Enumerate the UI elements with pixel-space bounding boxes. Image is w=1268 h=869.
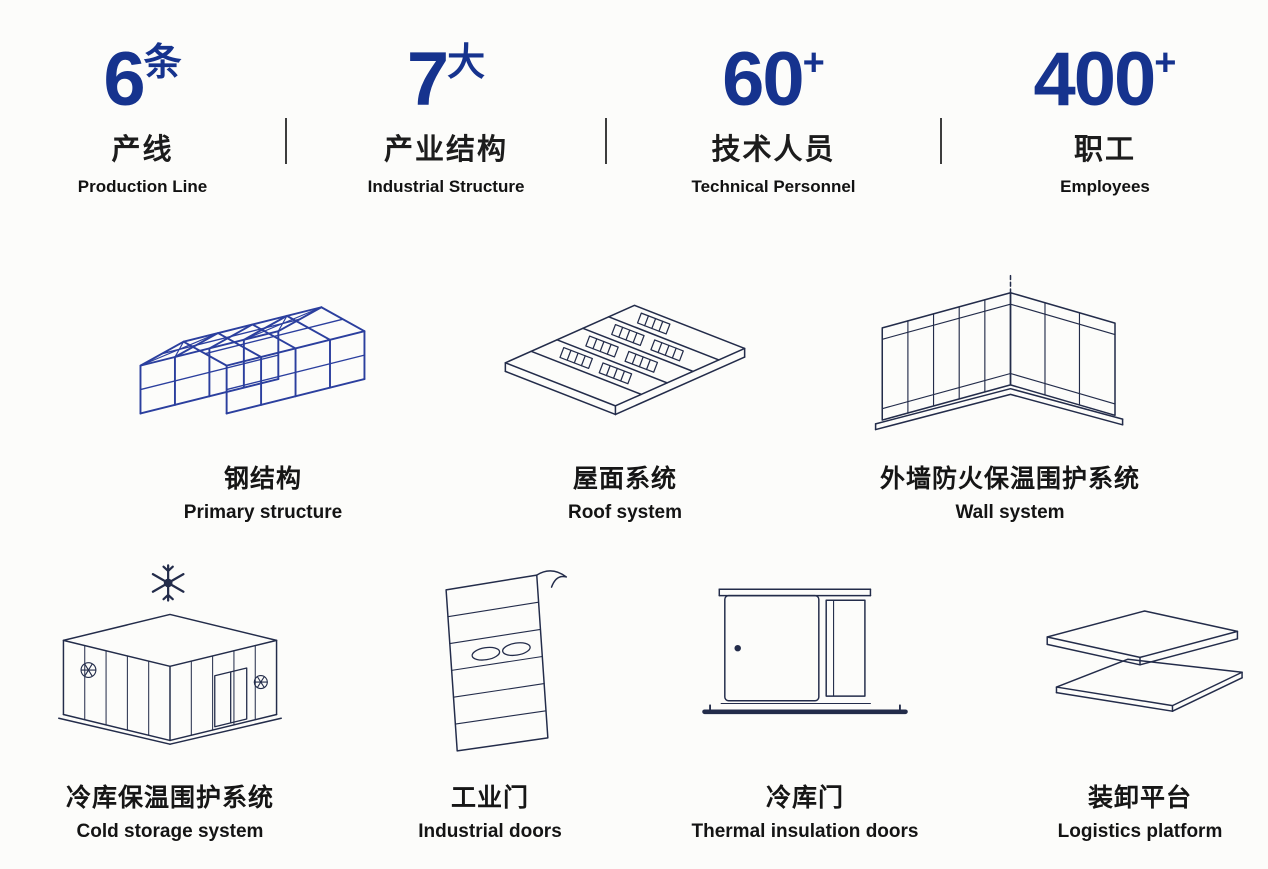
stat-label-en: Employees	[1060, 177, 1150, 196]
stat-employees: 400+ 职工 Employees	[942, 42, 1268, 197]
stat-number-suffix: +	[1154, 42, 1177, 84]
product-roof-system: 屋面系统 Roof system	[480, 245, 770, 524]
cold-storage-illustration	[15, 558, 325, 762]
stat-label-cn: 职工	[1073, 134, 1136, 166]
loading-platform-illustration	[985, 558, 1268, 762]
product-label-en: Roof system	[567, 502, 683, 523]
roof-system-icon	[504, 304, 746, 416]
product-wall-system: 外墙防火保温围护系统 Wall system	[830, 245, 1190, 524]
stat-label-en: Production Line	[77, 177, 208, 196]
product-label-en: Cold storage system	[76, 821, 264, 842]
steel-structure-icon	[139, 305, 366, 414]
wall-system-illustration	[830, 245, 1190, 443]
product-label-en: Primary structure	[183, 502, 343, 523]
product-label-cn: 冷库门	[765, 784, 844, 812]
loading-platform-icon	[1046, 610, 1243, 713]
product-label-en: Thermal insulation doors	[691, 821, 919, 842]
product-label-en: Industrial doors	[418, 821, 562, 842]
cold-storage-icon	[58, 564, 282, 745]
cold-storage-door-illustration	[650, 558, 960, 762]
product-label-cn: 屋面系统	[572, 465, 677, 493]
wall-system-icon	[874, 271, 1123, 431]
product-industrial-door: 工业门 Industrial doors	[340, 558, 640, 843]
stat-number-suffix: 大	[447, 42, 486, 84]
product-label-cn: 工业门	[450, 784, 529, 812]
product-label-cn: 装卸平台	[1087, 784, 1192, 812]
product-loading-platform: 装卸平台 Logistics platform	[985, 558, 1268, 843]
stat-number-value: 60	[722, 37, 805, 122]
roof-system-illustration	[480, 245, 770, 443]
product-label-cn: 冷库保温围护系统	[65, 784, 274, 812]
stat-label-cn: 技术人员	[711, 134, 836, 166]
steel-structure-illustration	[118, 245, 408, 443]
product-cold-storage-door: 冷库门 Thermal insulation doors	[650, 558, 960, 843]
fan-icon	[253, 674, 268, 689]
stat-label-en: Technical Personnel	[691, 177, 856, 196]
stat-number-suffix: +	[802, 42, 825, 84]
stat-divider	[605, 118, 607, 164]
stat-number: 400+	[1033, 42, 1176, 118]
stat-divider	[285, 118, 287, 164]
stat-number-value: 400	[1033, 37, 1156, 122]
stat-label-en: Industrial Structure	[367, 177, 525, 196]
stat-number-value: 7	[406, 37, 449, 122]
product-label-en: Wall system	[955, 502, 1065, 523]
fan-icon	[80, 661, 97, 678]
stat-technical-personnel: 60+ 技术人员 Technical Personnel	[607, 42, 940, 197]
door-handle-icon	[734, 644, 741, 652]
industrial-door-icon	[444, 569, 567, 752]
stat-number-suffix: 条	[143, 42, 182, 84]
snowflake-icon	[151, 564, 185, 602]
product-label-cn: 钢结构	[223, 465, 302, 493]
stat-number-value: 6	[103, 37, 145, 122]
stat-divider	[940, 118, 942, 164]
product-cold-storage: 冷库保温围护系统 Cold storage system	[15, 558, 325, 843]
product-steel-structure: 钢结构 Primary structure	[118, 245, 408, 524]
industrial-door-illustration	[340, 558, 640, 762]
product-label-en: Logistics platform	[1057, 821, 1223, 842]
stat-label-cn: 产业结构	[383, 134, 508, 166]
cold-storage-door-icon	[702, 588, 908, 715]
stat-number: 60+	[722, 42, 825, 118]
product-label-cn: 外墙防火保温围护系统	[879, 465, 1140, 493]
stat-label-cn: 产线	[111, 134, 174, 166]
